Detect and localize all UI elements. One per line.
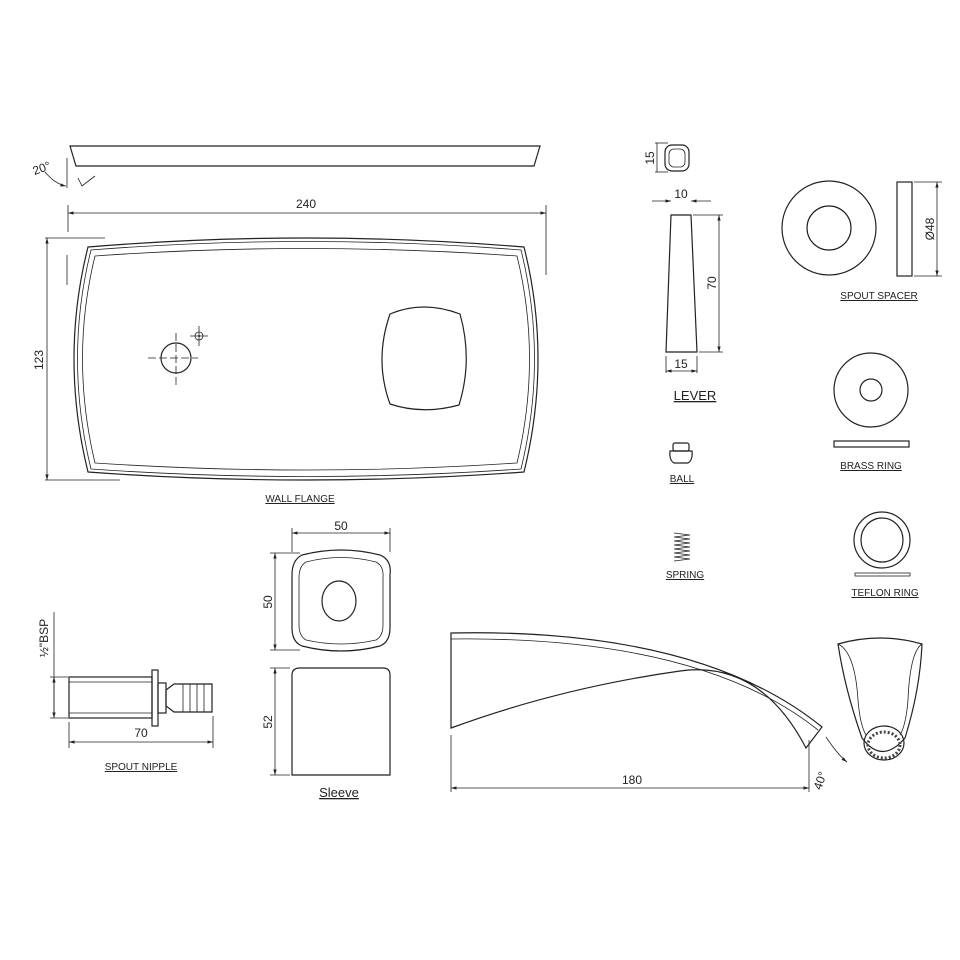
flange-width-label: 240 — [296, 197, 316, 211]
spout-length-dim: 180 — [622, 773, 642, 787]
spout-nipple-label: SPOUT NIPPLE — [105, 762, 178, 773]
sleeve-label: Sleeve — [319, 785, 359, 800]
spout-nipple-drawing: ½"BSP 70 SPOUT NIPPLE — [37, 612, 214, 773]
ball-label: BALL — [670, 474, 695, 485]
flange-angle-label: 20° — [31, 158, 53, 177]
wall-flange-front-view: 240 123 WALL FLANGE — [32, 197, 547, 505]
ball-drawing: BALL — [669, 442, 695, 485]
lever-label: LEVER — [674, 388, 717, 403]
lever-knob-dim: 15 — [643, 151, 657, 165]
spout-drawing: 180 40° — [450, 632, 848, 792]
wall-flange-label: WALL FLANGE — [265, 494, 335, 505]
teflon-ring-drawing: TEFLON RING — [851, 511, 919, 599]
nipple-thread-dim: ½"BSP — [37, 619, 51, 657]
lever-length-dim: 70 — [705, 276, 719, 290]
spring-drawing: SPRING — [666, 532, 705, 581]
spout-cutout — [381, 306, 467, 411]
teflon-ring-label: TEFLON RING — [851, 588, 918, 599]
spout-angle-dim: 40° — [811, 770, 830, 792]
sleeve-depth-dim: 50 — [261, 595, 275, 609]
flange-height-label: 123 — [32, 350, 46, 370]
spout-spacer-label: SPOUT SPACER — [840, 291, 917, 302]
spacer-diameter-dim: Ø48 — [923, 217, 937, 240]
brass-ring-drawing: BRASS RING — [833, 352, 910, 472]
sleeve-drawing: 50 50 52 Sleeve — [261, 519, 391, 800]
nipple-length-dim: 70 — [134, 726, 148, 740]
spring-label: SPRING — [666, 570, 705, 581]
lever-top-dim: 10 — [674, 187, 688, 201]
spout-spacer-drawing: Ø48 SPOUT SPACER — [781, 180, 942, 302]
spout-end-view — [837, 637, 923, 761]
wall-flange-side-view: 20° — [31, 145, 541, 188]
lever-drawing: 15 10 70 15 LEVER — [643, 142, 723, 403]
sleeve-width-dim: 50 — [334, 519, 348, 533]
brass-ring-label: BRASS RING — [840, 461, 902, 472]
sleeve-height-dim: 52 — [261, 715, 275, 729]
lever-bottom-dim: 15 — [674, 357, 688, 371]
